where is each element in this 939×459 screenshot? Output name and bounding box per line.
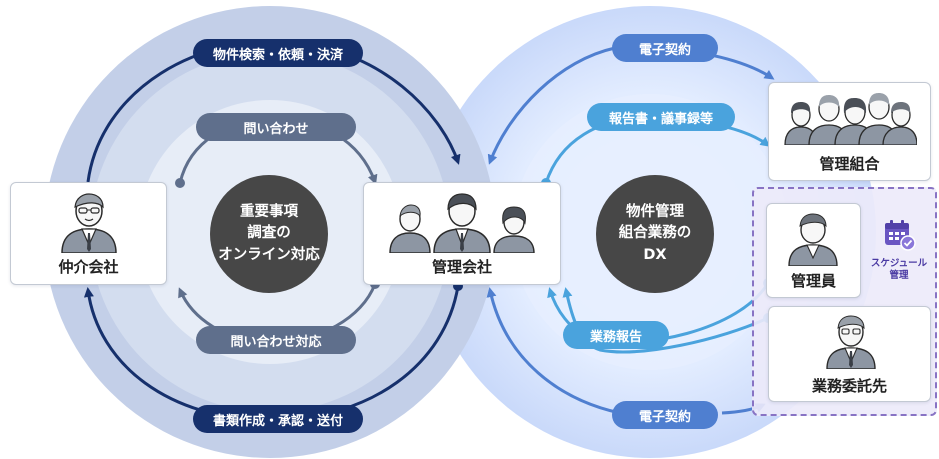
hub-line: 物件管理 — [626, 204, 684, 221]
arrow-business-report-contractor — [562, 287, 769, 354]
broker-person-icon — [61, 193, 117, 253]
schedule-label-line1: スケジュール — [870, 258, 928, 269]
hub-line: 重要事項 — [240, 204, 298, 221]
pill-inquiry-response: 問い合わせ対応 — [196, 326, 356, 354]
dot-inquiry-start — [175, 178, 185, 188]
card-association: 管理組合 — [768, 82, 931, 181]
hub-remote-inspection: 重要事項 調査の オンライン対応 — [210, 175, 328, 293]
card-label-broker: 仲介会社 — [58, 258, 119, 276]
hub-dx: 物件管理 組合業務の DX — [596, 175, 714, 293]
management-staff-icon — [389, 193, 535, 253]
card-management-company: 管理会社 — [363, 182, 561, 285]
card-label-association: 管理組合 — [819, 155, 880, 173]
hub-line: オンライン対応 — [218, 246, 320, 263]
schedule-management: スケジュール 管理 — [866, 218, 932, 283]
contractor-person-icon — [826, 315, 876, 369]
card-label-manager: 管理員 — [790, 272, 836, 290]
pill-documents: 書類作成・承認・送付 — [193, 405, 363, 433]
card-manager: 管理員 — [766, 203, 861, 298]
pill-business-report: 業務報告 — [563, 321, 669, 349]
hub-line: DX — [643, 246, 667, 263]
calendar-check-icon — [885, 220, 916, 251]
pill-econtract-bottom: 電子契約 — [612, 401, 718, 429]
card-contractor: 業務委託先 — [768, 306, 931, 402]
schedule-label-line2: 管理 — [889, 270, 909, 282]
arrow-econtract-bottom-in — [486, 287, 621, 415]
pill-search-request: 物件検索・依頼・決済 — [193, 39, 363, 67]
association-members-icon — [784, 93, 917, 145]
pill-inquiry: 問い合わせ — [196, 113, 356, 141]
schedule-label: スケジュール 管理 — [866, 258, 932, 283]
card-broker: 仲介会社 — [10, 182, 167, 285]
pill-reports: 報告書・議事録等 — [587, 103, 735, 131]
card-label-management-company: 管理会社 — [431, 258, 492, 276]
hub-line: 組合業務の — [618, 225, 692, 242]
manager-person-icon — [788, 213, 838, 266]
arrow-econtract-top-in — [487, 46, 616, 165]
card-label-contractor: 業務委託先 — [811, 377, 887, 395]
pill-econtract-top: 電子契約 — [612, 34, 718, 62]
hub-line: 調査の — [247, 225, 291, 242]
